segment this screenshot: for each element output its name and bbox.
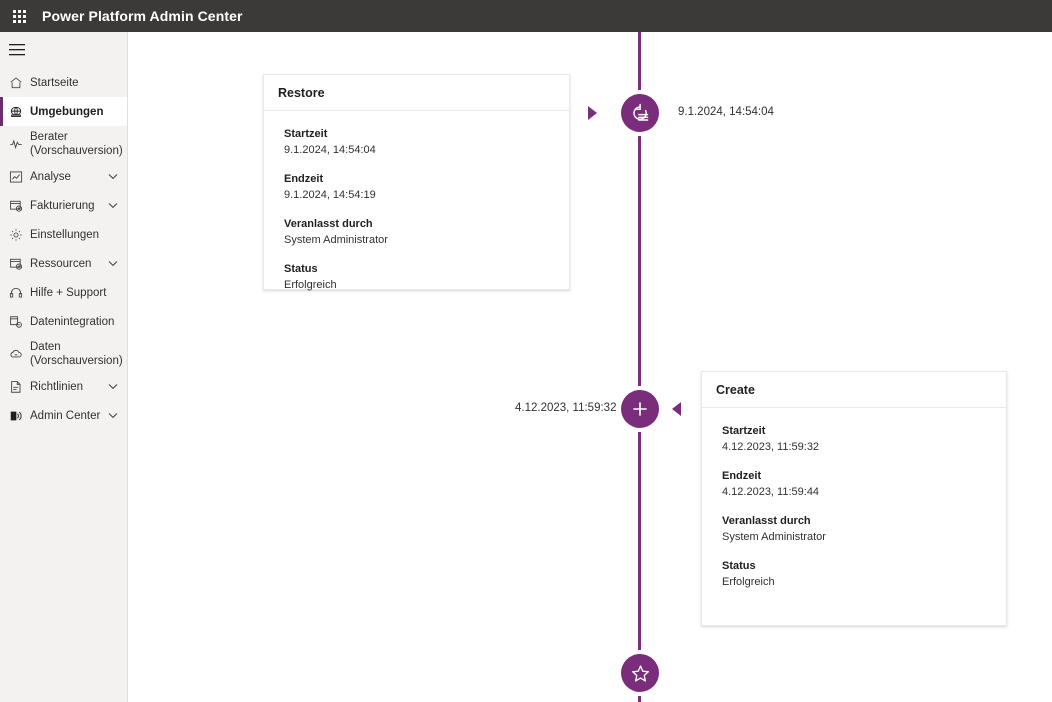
field-endzeit: Endzeit 9.1.2024, 14:54:19 (284, 172, 549, 203)
chevron-down-icon[interactable] (105, 412, 121, 419)
waffle-grid-icon (12, 9, 26, 23)
field-startzeit: Startzeit 9.1.2024, 14:54:04 (284, 127, 549, 158)
sidebar-item-startseite[interactable]: Startseite (0, 68, 127, 97)
sidebar-item-label: Analyse (30, 170, 71, 183)
timeline-node-star[interactable] (621, 654, 659, 692)
field-value: System Administrator (722, 531, 826, 543)
field-status: Status Erfolgreich (284, 262, 549, 293)
sidebar-item-label: Einstellungen (30, 228, 100, 241)
sidebar-item-admin-center[interactable]: Admin Center (0, 401, 127, 430)
sidebar-item-label: Berater (Vorschauversion) (28, 130, 123, 158)
field-endzeit: Endzeit 4.12.2023, 11:59:44 (722, 469, 986, 500)
sidebar-item-label-main: Berater (30, 131, 68, 143)
field-label: Veranlasst durch (722, 515, 811, 527)
sidebar-item-label-sub: (Vorschauversion) (30, 145, 123, 157)
field-value: Erfolgreich (722, 576, 775, 588)
sidebar-item-label: Hilfe + Support (30, 286, 107, 299)
restore-card-title: Restore (278, 85, 325, 100)
sidebar-item-daten[interactable]: Daten (Vorschauversion) (0, 336, 127, 372)
field-label: Endzeit (722, 470, 762, 482)
field-label: Endzeit (284, 173, 324, 185)
create-card-pointer (672, 402, 681, 416)
chevron-down-icon[interactable] (105, 202, 121, 209)
field-value: 9.1.2024, 14:54:19 (284, 189, 376, 201)
timeline-timestamp-restore: 9.1.2024, 14:54:04 (678, 106, 774, 118)
hamburger-icon (9, 44, 25, 56)
timeline-vertical-line (638, 32, 641, 702)
sidebar-item-hilfe-support[interactable]: Hilfe + Support (0, 278, 127, 307)
resources-icon (9, 257, 28, 271)
sidebar-item-label: Admin Center (30, 409, 101, 422)
create-detail-card: Create Startzeit 4.12.2023, 11:59:32 End… (701, 371, 1007, 626)
sidebar-item-analyse[interactable]: Analyse (0, 162, 127, 191)
field-value: Erfolgreich (284, 279, 337, 291)
menu-toggle-button[interactable] (0, 32, 127, 68)
field-label: Startzeit (722, 425, 766, 437)
restore-history-icon (630, 103, 651, 124)
sidebar-item-label: Startseite (30, 76, 79, 89)
field-label: Status (722, 560, 756, 572)
restore-card-body: Startzeit 9.1.2024, 14:54:04 Endzeit 9.1… (264, 111, 569, 307)
sidebar-item-einstellungen[interactable]: Einstellungen (0, 220, 127, 249)
sidebar-item-label: Fakturierung (30, 199, 95, 212)
chevron-down-icon[interactable] (105, 383, 121, 390)
sidebar-item-label: Datenintegration (30, 315, 115, 328)
field-startzeit: Startzeit 4.12.2023, 11:59:32 (722, 424, 986, 455)
field-veranlasst-durch: Veranlasst durch System Administrator (722, 514, 986, 545)
admin-center-icon (9, 409, 28, 423)
field-value: System Administrator (284, 234, 388, 246)
sidebar-item-label-sub: (Vorschauversion) (30, 355, 123, 367)
sidebar-item-umgebungen[interactable]: Umgebungen (0, 97, 127, 126)
left-sidebar: Startseite Umgebungen Berater (Vorschauv… (0, 32, 128, 702)
sidebar-item-label-main: Daten (30, 341, 61, 353)
app-launcher-button[interactable] (0, 0, 38, 32)
sidebar-item-label: Daten (Vorschauversion) (28, 340, 123, 368)
analytics-chart-icon (9, 170, 28, 184)
app-title: Power Platform Admin Center (42, 8, 243, 24)
sidebar-item-label: Ressourcen (30, 257, 92, 270)
data-integration-icon (9, 315, 28, 329)
timeline-node-create[interactable] (621, 390, 659, 428)
sidebar-item-berater[interactable]: Berater (Vorschauversion) (0, 126, 127, 162)
create-card-header: Create (702, 372, 1006, 408)
sidebar-item-fakturierung[interactable]: Fakturierung (0, 191, 127, 220)
chevron-down-icon[interactable] (105, 260, 121, 267)
timeline-node-restore[interactable] (621, 94, 659, 132)
restore-card-pointer (588, 106, 597, 120)
gear-icon (9, 228, 28, 242)
advisor-pulse-icon (9, 137, 28, 151)
billing-icon (9, 199, 28, 213)
field-status: Status Erfolgreich (722, 559, 986, 590)
restore-card-header: Restore (264, 75, 569, 111)
chevron-down-icon[interactable] (105, 173, 121, 180)
timeline-canvas: 9.1.2024, 14:54:04 Restore Startzeit 9.1… (129, 32, 1052, 702)
policies-icon (9, 380, 28, 394)
data-cloud-icon (9, 347, 28, 361)
field-veranlasst-durch: Veranlasst durch System Administrator (284, 217, 549, 248)
home-icon (9, 76, 28, 90)
field-value: 4.12.2023, 11:59:32 (722, 441, 820, 453)
sidebar-item-ressourcen[interactable]: Ressourcen (0, 249, 127, 278)
sidebar-item-datenintegration[interactable]: Datenintegration (0, 307, 127, 336)
field-label: Status (284, 263, 318, 275)
create-card-body: Startzeit 4.12.2023, 11:59:32 Endzeit 4.… (702, 408, 1006, 604)
sidebar-item-label: Richtlinien (30, 380, 84, 393)
top-header-bar: Power Platform Admin Center (0, 0, 1052, 32)
timeline-timestamp-create: 4.12.2023, 11:59:32 (515, 402, 617, 414)
plus-icon (630, 399, 650, 419)
headset-icon (9, 286, 28, 300)
environments-icon (9, 105, 28, 119)
sidebar-item-richtlinien[interactable]: Richtlinien (0, 372, 127, 401)
field-label: Veranlasst durch (284, 218, 373, 230)
field-label: Startzeit (284, 128, 328, 140)
sidebar-item-label: Umgebungen (30, 105, 104, 118)
restore-detail-card: Restore Startzeit 9.1.2024, 14:54:04 End… (263, 74, 570, 291)
create-card-title: Create (716, 382, 755, 397)
star-icon (630, 663, 651, 684)
field-value: 9.1.2024, 14:54:04 (284, 144, 376, 156)
field-value: 4.12.2023, 11:59:44 (722, 486, 820, 498)
